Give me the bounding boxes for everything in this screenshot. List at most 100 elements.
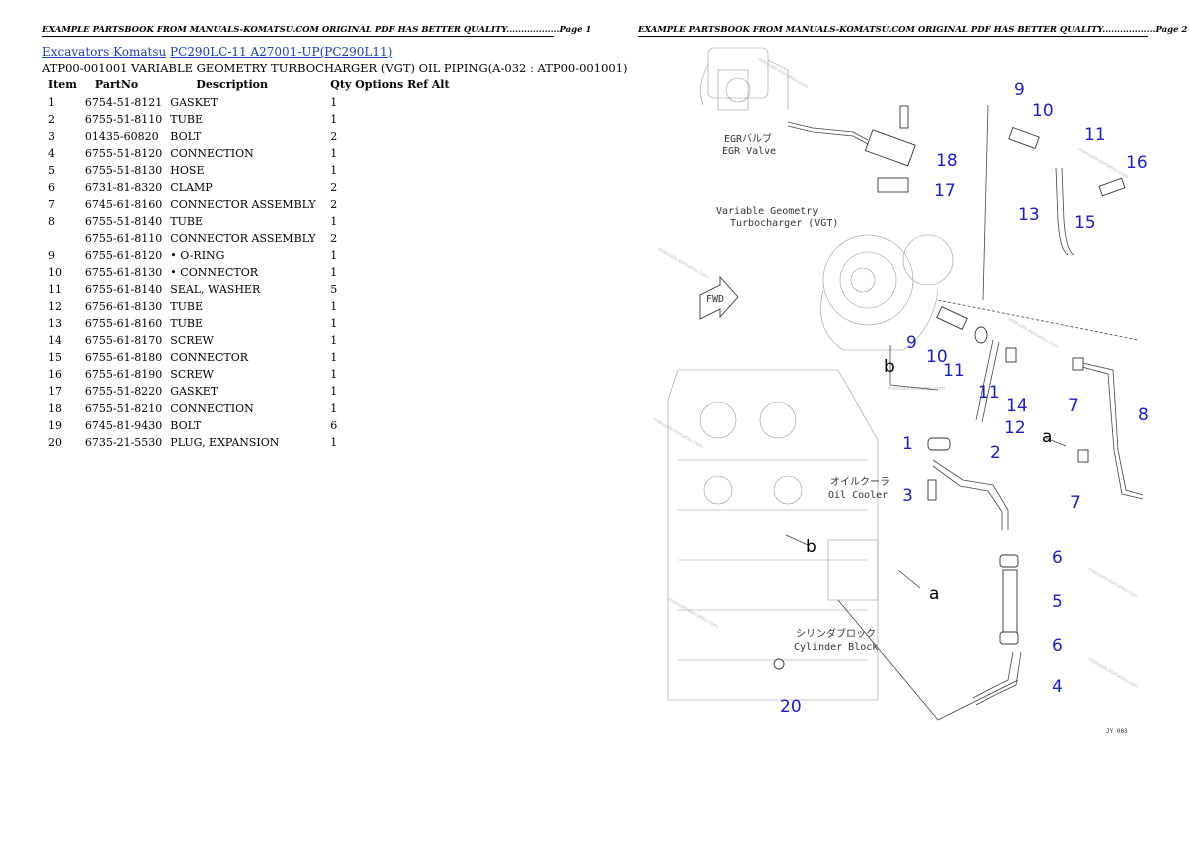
cell-partno: 6755-61-8170	[84, 334, 163, 347]
cell-qty: 2	[330, 232, 338, 245]
breadcrumb: Excavators Komatsu PC290LC-11 A27001-UP(…	[42, 45, 392, 59]
arrow-a	[897, 569, 921, 589]
watermark-text: manuals-komatsu.com	[657, 247, 709, 281]
cell-item: 12	[48, 300, 62, 313]
leader-line	[837, 599, 1019, 721]
cell-description: TUBE	[170, 300, 204, 313]
gasket-1	[927, 437, 951, 451]
svg-text:FWD: FWD	[706, 294, 724, 305]
cell-description: BOLT	[170, 419, 202, 432]
cell-item: 11	[48, 283, 62, 296]
callout-20: 20	[780, 697, 802, 717]
cell-item: 4	[48, 147, 55, 160]
cell-qty: 1	[330, 113, 338, 126]
callout-11-middle: 11	[978, 383, 1000, 403]
vgt-label-line1: Variable Geometry	[716, 206, 818, 217]
callout-13: 13	[1018, 205, 1040, 225]
table-header-row: Item PartNo Description Qty Options Ref …	[44, 77, 454, 94]
callout-6-lower: 6	[1052, 636, 1063, 656]
vgt-turbocharger-drawing	[820, 234, 954, 351]
leader-line	[937, 299, 1139, 341]
cell-qty: 1	[330, 436, 338, 449]
breadcrumb-link-excavators[interactable]: Excavators Komatsu	[42, 45, 167, 59]
breadcrumb-link-model[interactable]: PC290LC-11 A27001-UP(PC290L11)	[170, 45, 393, 59]
cell-item: 18	[48, 402, 62, 415]
callout-10: 10	[1032, 101, 1054, 121]
cell-item: 19	[48, 419, 62, 432]
callout-15: 15	[1074, 213, 1096, 233]
cell-partno: 6755-61-8160	[84, 317, 163, 330]
cell-description: SCREW	[170, 368, 214, 381]
cell-description: CONNECTION	[170, 402, 254, 415]
cell-qty: 1	[330, 368, 338, 381]
screw-16-drawing	[1098, 177, 1126, 197]
tube-8	[1077, 361, 1144, 496]
drawing-code: JY 003	[1106, 728, 1128, 735]
cell-qty: 1	[330, 147, 338, 160]
cell-item: 13	[48, 317, 62, 330]
cell-item: 5	[48, 164, 55, 177]
cell-qty: 1	[330, 334, 338, 347]
exploded-parts-diagram: manuals-komatsu.com manuals-komatsu.com …	[652, 47, 1149, 735]
cell-partno: 6755-51-8140	[84, 215, 163, 228]
callout-16: 16	[1126, 153, 1148, 173]
cell-qty: 1	[330, 249, 338, 262]
connector-7-upper	[1072, 357, 1084, 371]
cell-item	[44, 230, 81, 247]
arrow-a	[1045, 437, 1067, 447]
cell-description: TUBE	[170, 317, 204, 330]
cell-description: TUBE	[170, 113, 204, 126]
gasket-drawing	[877, 177, 909, 193]
cylinder-block-label-en: Cylinder Block	[794, 642, 878, 653]
cell-item: 14	[48, 334, 62, 347]
cylinder-block-drawing	[667, 369, 879, 701]
cell-qty: 1	[330, 96, 338, 109]
cell-qty: 2	[330, 198, 338, 211]
col-item: Item	[48, 78, 77, 91]
clamp-6-upper	[999, 554, 1019, 568]
callout-11-lower: 11	[943, 361, 965, 381]
arrow-b	[785, 534, 809, 546]
cell-qty: 1	[330, 351, 338, 364]
connector-7-lower	[1077, 449, 1089, 463]
cell-partno: 6755-61-8120	[84, 249, 163, 262]
page2-header: EXAMPLE PARTSBOOK FROM MANUALS-KOMATSU.C…	[638, 25, 1188, 37]
cell-qty: 1	[330, 385, 338, 398]
cell-partno: 6755-51-8130	[84, 164, 163, 177]
cell-item: 8	[48, 215, 55, 228]
cell-item: 16	[48, 368, 62, 381]
cell-partno: 6745-61-8160	[84, 198, 163, 211]
cell-partno: 6755-61-8180	[84, 351, 163, 364]
callout-9: 9	[1014, 80, 1025, 100]
cell-description: SEAL, WASHER	[170, 283, 261, 296]
cell-item: 7	[48, 198, 55, 211]
col-description: Description	[196, 78, 268, 91]
cell-partno: 6754-51-8121	[84, 96, 163, 109]
cell-item: 1	[48, 96, 55, 109]
section-title: ATP00-001001 VARIABLE GEOMETRY TURBOCHAR…	[42, 61, 628, 75]
leader-line	[982, 104, 989, 301]
egr-tube	[787, 125, 869, 145]
cell-item: 3	[48, 130, 55, 143]
clamp-6-lower	[999, 631, 1019, 645]
callout-7-upper: 7	[1068, 396, 1079, 416]
cell-item: 10	[48, 266, 62, 279]
page1-header: EXAMPLE PARTSBOOK FROM MANUALS-KOMATSU.C…	[42, 25, 592, 37]
cell-description: GASKET	[170, 385, 219, 398]
callout-10-lower: 10	[926, 347, 948, 367]
cell-partno: 6731-81-8320	[84, 181, 163, 194]
cell-qty: 1	[330, 215, 338, 228]
cell-description: CONNECTOR	[170, 351, 249, 364]
